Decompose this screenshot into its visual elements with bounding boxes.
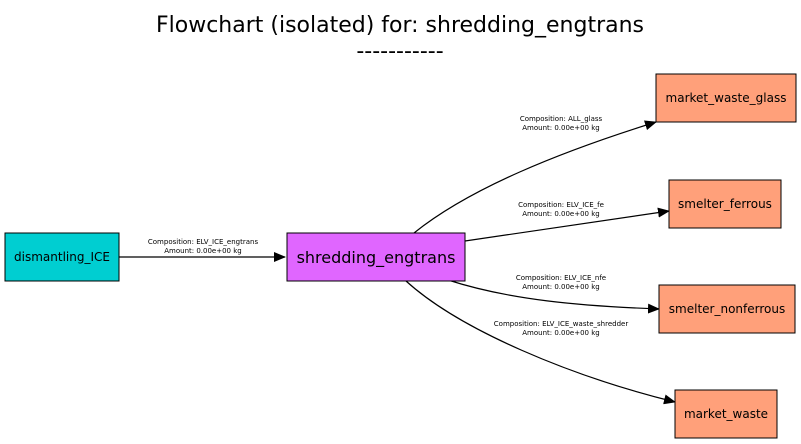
node-shredding-engtrans[interactable]: shredding_engtrans bbox=[286, 232, 466, 282]
edge-amount-label: Amount: 0.00e+00 kg bbox=[522, 329, 599, 337]
edge-amount-label: Amount: 0.00e+00 kg bbox=[522, 283, 599, 291]
edge-line bbox=[405, 280, 676, 405]
node-label: smelter_nonferrous bbox=[669, 302, 785, 316]
edge-amount-label: Amount: 0.00e+00 kg bbox=[522, 124, 599, 132]
edge-composition-label: Composition: ELV_ICE_nfe bbox=[516, 274, 606, 282]
diagram-title: Flowchart (isolated) for: shredding_engt… bbox=[156, 13, 644, 38]
edge-amount-label: Amount: 0.00e+00 kg bbox=[522, 210, 599, 218]
edge-shredding-to-waste: Composition: ELV_ICE_waste_shredder Amou… bbox=[405, 280, 676, 405]
edge-line bbox=[447, 279, 660, 314]
node-box bbox=[658, 284, 796, 334]
node-market-waste[interactable]: market_waste bbox=[674, 389, 778, 439]
node-label: shredding_engtrans bbox=[297, 248, 456, 268]
edge-shredding-to-nonferrous: Composition: ELV_ICE_nfe Amount: 0.00e+0… bbox=[447, 274, 660, 314]
edge-amount-label: Amount: 0.00e+00 kg bbox=[164, 247, 241, 255]
node-box bbox=[668, 179, 782, 229]
node-box bbox=[674, 389, 778, 439]
node-smelter-ferrous[interactable]: smelter_ferrous bbox=[668, 179, 782, 229]
node-box bbox=[4, 232, 120, 282]
node-label: market_waste_glass bbox=[666, 91, 787, 105]
edge-shredding-to-glass: Composition: ALL_glass Amount: 0.00e+00 … bbox=[413, 115, 657, 234]
edge-line bbox=[464, 207, 670, 242]
node-label: dismantling_ICE bbox=[14, 250, 110, 264]
edge-composition-label: Composition: ELV_ICE_engtrans bbox=[148, 238, 259, 246]
node-smelter-nonferrous[interactable]: smelter_nonferrous bbox=[658, 284, 796, 334]
node-dismantling-ice[interactable]: dismantling_ICE bbox=[4, 232, 120, 282]
edge-composition-label: Composition: ALL_glass bbox=[520, 115, 603, 123]
node-label: market_waste bbox=[684, 407, 768, 421]
diagram-title-underline: ----------- bbox=[356, 39, 443, 64]
edge-shredding-to-ferrous: Composition: ELV_ICE_fe Amount: 0.00e+00… bbox=[464, 201, 670, 242]
edge-composition-label: Composition: ELV_ICE_fe bbox=[518, 201, 604, 209]
node-market-waste-glass[interactable]: market_waste_glass bbox=[655, 73, 797, 123]
edge-dismantling-to-shredding: Composition: ELV_ICE_engtrans Amount: 0.… bbox=[119, 238, 286, 262]
node-box bbox=[286, 232, 466, 282]
edge-composition-label: Composition: ELV_ICE_waste_shredder bbox=[494, 320, 629, 328]
node-box bbox=[655, 73, 797, 123]
edge-line bbox=[413, 120, 657, 234]
node-label: smelter_ferrous bbox=[678, 197, 772, 211]
